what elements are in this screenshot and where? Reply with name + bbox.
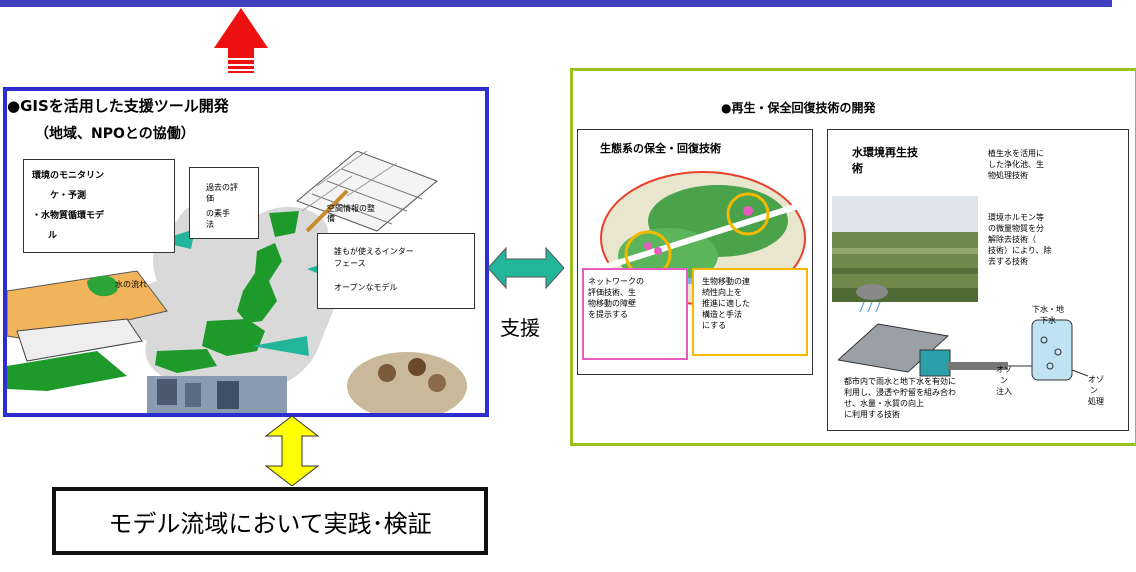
water-title-2: 術 bbox=[852, 162, 863, 175]
bottom-note-1: 都市内で雨水と地下水を有効に bbox=[844, 377, 956, 386]
up-arrow-stripe-3 bbox=[228, 71, 254, 73]
up-arrow bbox=[214, 8, 268, 73]
vertical-double-arrow bbox=[264, 416, 320, 486]
interface-line-3: オープンなモデル bbox=[334, 283, 398, 292]
terrain-tree bbox=[87, 275, 118, 297]
network-eval-box: ネットワークの 評価技術、生 物移動の障壁 を提示する bbox=[582, 268, 688, 360]
note2-line-1: 環境ホルモン等 bbox=[988, 213, 1044, 222]
monitoring-box: 環境のモニタリン ケ・予測 ・水物質循環モデ ル bbox=[23, 159, 175, 253]
people-photo bbox=[347, 352, 467, 413]
water-title-1: 水環境再生技 bbox=[852, 146, 918, 159]
monitoring-line-2: ケ・予測 bbox=[50, 191, 87, 201]
pink-line-2: 評価技術、生 bbox=[588, 288, 636, 297]
monitoring-line-1: 環境のモニタリン bbox=[32, 171, 105, 181]
spatial-data-illustration bbox=[296, 151, 438, 233]
inflow-label-2: ン bbox=[1000, 376, 1008, 385]
spatial-data-label-2: 備 bbox=[327, 214, 335, 223]
orange-line-5: にする bbox=[702, 321, 727, 330]
orange-line-2: 続性向上を bbox=[702, 288, 742, 297]
gis-panel-subtitle: （地域、NPOとの協働） bbox=[35, 126, 195, 142]
interface-line-1: 誰もが使えるインター bbox=[334, 247, 414, 256]
gis-tool-panel: ●GISを活用した支援ツール開発 （地域、NPOとの協働） bbox=[3, 87, 489, 417]
inflow-label-1: オゾ bbox=[996, 365, 1012, 374]
outflow-label-1: オゾ bbox=[1088, 375, 1104, 384]
japan-honshu-north bbox=[237, 243, 282, 323]
ecosystem-title: 生態系の保全・回復技術 bbox=[600, 142, 721, 155]
horizontal-double-arrow bbox=[488, 246, 564, 290]
inflow-label-3: 注入 bbox=[996, 387, 1012, 396]
model-basin-box: モデル流域において実践･検証 bbox=[52, 487, 488, 555]
model-basin-label: モデル流域において実践･検証 bbox=[108, 509, 432, 538]
outflow-label-3: 処理 bbox=[1088, 397, 1104, 406]
japan-west bbox=[155, 349, 217, 373]
bottom-note-2: 利用し、浸透や貯留を組み合わ bbox=[844, 388, 956, 397]
water-env-subpanel: 水環境再生技 術 植生水を活用に した浄化池、生 物処理技術 環境ホルモン等 の… bbox=[827, 129, 1129, 431]
pink-line-4: を提示する bbox=[588, 310, 628, 319]
monitoring-line-4: ル bbox=[48, 231, 58, 241]
orange-line-3: 推進に適した bbox=[702, 299, 750, 308]
arrow-to-past bbox=[157, 229, 195, 249]
past-line-4: 法 bbox=[206, 220, 214, 229]
restoration-panel-title: ●再生・保全回復技術の開発 bbox=[721, 101, 876, 115]
interface-line-2: フェース bbox=[334, 259, 366, 268]
monitoring-line-3: ・水物質循環モデ bbox=[32, 211, 105, 221]
note2-line-3: 解除去技術（ bbox=[988, 235, 1036, 244]
terrain-layer-2 bbox=[16, 318, 143, 362]
note2-line-4: 技術）により、除 bbox=[988, 246, 1052, 255]
note1-line-2: した浄化池、生 bbox=[988, 160, 1044, 169]
past-line-3: の素手 bbox=[206, 209, 230, 218]
gis-illustration bbox=[7, 151, 467, 413]
wetland-photo bbox=[832, 196, 978, 302]
interface-box: 誰もが使えるインター フェース オープンなモデル bbox=[317, 233, 475, 309]
japan-hokkaido bbox=[269, 211, 299, 237]
gis-panel-title: ●GISを活用した支援ツール開発 bbox=[7, 97, 229, 115]
past-line-1: 過去の評 bbox=[206, 183, 238, 192]
note1-line-1: 植生水を活用に bbox=[988, 149, 1044, 158]
orange-line-1: 生物移動の連 bbox=[702, 277, 750, 286]
spatial-data-label: 空間情報の整 bbox=[327, 204, 375, 213]
orange-line-4: 構造と手法 bbox=[702, 310, 742, 319]
up-arrow-stripe-1 bbox=[228, 60, 254, 64]
outflow-label-2: ン bbox=[1090, 386, 1098, 395]
groundwater-label-1: 下水・地 bbox=[1032, 305, 1064, 314]
water-flow-label: 水の流れ bbox=[115, 280, 147, 289]
restoration-tech-panel: ●再生・保全回復技術の開発 生態系の保全・回復技術 ネットワークの 評価技術、生… bbox=[570, 68, 1136, 446]
past-evaluation-box: 過去の評 価 の素手 法 bbox=[189, 167, 259, 239]
japan-honshu-center bbox=[202, 319, 265, 356]
pink-line-1: ネットワークの bbox=[588, 277, 644, 286]
up-arrow-stripe-2 bbox=[228, 66, 254, 69]
terrain-green bbox=[7, 351, 127, 391]
top-bar bbox=[0, 0, 1112, 7]
groundwater-label-2: 下水 bbox=[1040, 316, 1056, 325]
note2-line-5: 去する技術 bbox=[988, 257, 1028, 266]
ecosystem-subpanel: 生態系の保全・回復技術 ネットワークの 評価技術、生 物移動の障壁 を提示する … bbox=[577, 129, 813, 375]
support-label: 支援 bbox=[500, 316, 540, 340]
arrow-to-people bbox=[252, 336, 309, 356]
up-arrow-head bbox=[214, 8, 268, 58]
infiltration-illustration bbox=[838, 284, 1089, 381]
past-line-2: 価 bbox=[206, 194, 214, 203]
bottom-note-3: せ、水量・水質の向上 bbox=[844, 399, 924, 408]
note2-line-2: の微量物質を分 bbox=[988, 224, 1044, 233]
continuity-box: 生物移動の連 続性向上を 推進に適した 構造と手法 にする bbox=[692, 268, 808, 356]
pink-line-3: 物移動の障壁 bbox=[588, 299, 636, 308]
bottom-note-4: に利用する技術 bbox=[844, 410, 900, 419]
note1-line-3: 物処理技術 bbox=[988, 171, 1028, 180]
